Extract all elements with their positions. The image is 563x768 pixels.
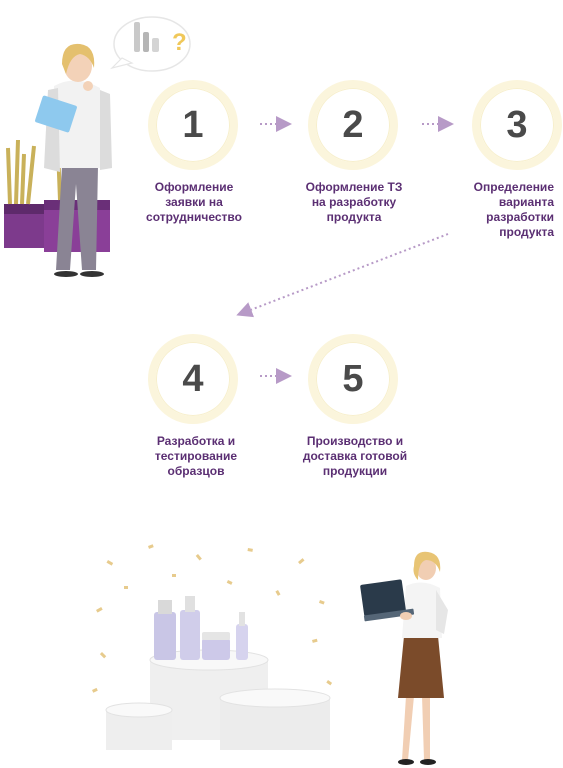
- step-5-label: Производство и доставка готовой продукци…: [302, 434, 408, 478]
- step-2-circle: 2: [308, 80, 398, 170]
- woman-with-laptop-illustration: [360, 551, 448, 765]
- step-1-label: Оформление заявки на сотрудничество: [146, 180, 242, 224]
- svg-text:?: ?: [172, 29, 187, 56]
- step-1-number: 1: [182, 103, 204, 146]
- step-4-circle: 4: [148, 334, 238, 424]
- step-5-number: 5: [342, 357, 364, 400]
- question-bubble-icon: ?: [110, 16, 191, 72]
- step-3-circle: 3: [472, 80, 562, 170]
- step-2-label: Оформление ТЗ на разработку продукта: [305, 180, 403, 224]
- step-5-circle: 5: [308, 334, 398, 424]
- woman-with-folder-illustration: ?: [4, 16, 191, 277]
- products-podium-illustration: [92, 544, 333, 750]
- dotted-arrow-icon: [236, 233, 449, 318]
- step-3-number: 3: [506, 103, 528, 146]
- step-4-label: Разработка и тестирование образцов: [154, 434, 238, 478]
- step-1-circle: 1: [148, 80, 238, 170]
- step-3-label: Определение варианта разработки продукта: [473, 180, 554, 239]
- step-2-number: 2: [342, 103, 364, 146]
- step-4-number: 4: [182, 357, 204, 400]
